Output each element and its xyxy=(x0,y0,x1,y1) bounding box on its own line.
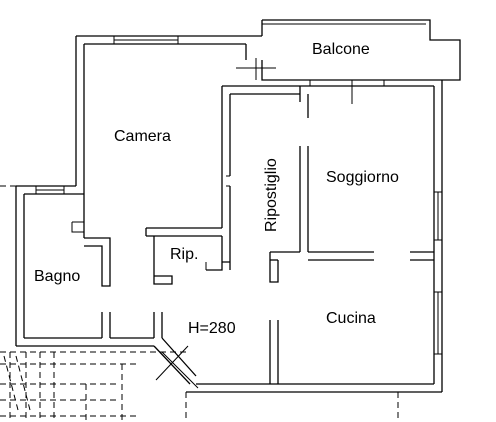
room-label-rip: Rip. xyxy=(170,246,198,263)
room-label-balcone: Balcone xyxy=(312,41,370,58)
interior-walls xyxy=(71,85,434,384)
room-label-cucina: Cucina xyxy=(326,310,376,327)
room-label-bagno: Bagno xyxy=(34,268,80,285)
room-label-soggiorno: Soggiorno xyxy=(326,169,399,186)
context-dashed xyxy=(0,185,399,422)
balcony xyxy=(236,19,461,104)
room-label-camera: Camera xyxy=(114,128,171,145)
room-label-ripostiglio: Ripostiglio xyxy=(263,158,280,232)
outer-walls xyxy=(15,35,443,393)
height-note: H=280 xyxy=(188,320,236,337)
